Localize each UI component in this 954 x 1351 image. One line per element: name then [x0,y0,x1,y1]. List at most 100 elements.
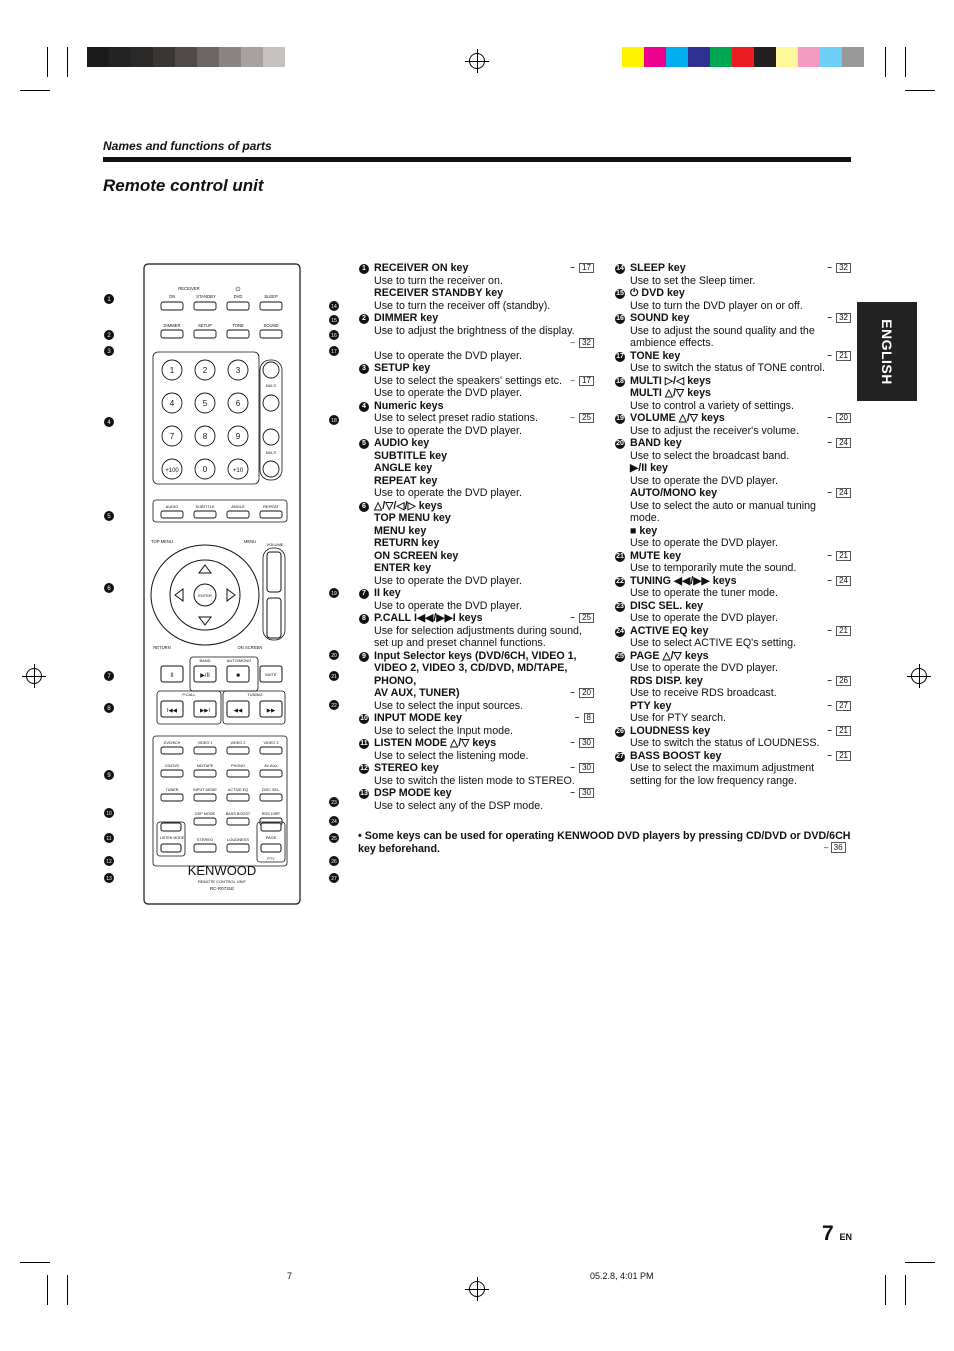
callout-marker [329,315,339,325]
tuning-label: TUNING [247,692,262,697]
callout-number: 15 [615,289,625,299]
color-swatch [175,47,197,67]
multi-label: MULTI [266,451,277,455]
footer-right: 05.2.8, 4:01 PM [590,1271,654,1281]
video1-button [193,746,217,755]
pause-button [160,665,184,683]
key-name: TONE key– 21 [630,350,851,363]
color-swatch [754,47,776,67]
registration-mark [465,1277,489,1301]
callout-number: 17 [331,349,337,355]
color-swatch [87,47,109,67]
key-name: ■ key [630,524,658,537]
numeric-key [161,359,183,381]
color-swatch [820,47,842,67]
mute-button [259,665,283,683]
numeric-key-label: 9 [236,432,241,441]
key-name: STEREO key– 30 [374,762,594,775]
callout-number: 2 [107,333,111,339]
video3-button [259,746,283,755]
page-ref: – 20 [827,412,851,425]
page-ref: – 8 [575,712,594,725]
stop-button-icon: ■ [236,673,240,679]
callout-number: 5 [359,439,369,449]
audio-label: AUDIO [166,504,179,509]
callout-number: 23 [331,800,337,806]
numeric-key [227,359,249,381]
callout-marker [104,833,114,843]
callout-number: 7 [107,674,111,680]
angle-button [226,510,250,519]
callout-number: 2 [359,314,369,324]
key-description: Use to select ACTIVE EQ's setting. [630,637,796,649]
multi-up-icon [262,428,280,446]
pcall-next-button [193,700,217,718]
key-description: Use to receive RDS broadcast. [630,687,777,699]
key-description: Use to set the Sleep timer. [630,274,756,287]
key-description: mode. [630,512,660,524]
on-screen-label: ON SCREEN [238,645,263,650]
page-ref: – 17 [570,262,594,275]
callout-number: 3 [359,364,369,374]
callout-number: 1 [107,297,111,303]
callout-marker [329,415,339,425]
key-name: PTY key– 27 [630,700,851,713]
tuner-frame [189,656,259,692]
multi-down-icon [262,460,280,478]
page-ref: – 21 [827,350,851,363]
crop-mark [47,47,48,77]
standby-label: STANDBY [196,294,216,299]
color-swatch [710,47,732,67]
note-page-ref: – 36 [824,842,846,853]
callout-number: 14 [331,304,337,310]
key-description: Use to select the maximum adjustment [630,762,815,774]
phono-label: PHONO [231,764,245,768]
callout-marker [329,816,339,826]
tuning-down-button [226,700,250,718]
page-ref: – 25 [570,612,594,625]
key-name: Input Selector keys (DVD/6CH, VIDEO 1, [374,649,577,662]
dvd-note: • Some keys can be used for operating KE… [358,830,851,855]
volume-down-button [266,597,282,639]
key-description: Use for PTY search. [630,712,727,724]
video2-button [226,746,250,755]
menu-label: MENU [244,539,256,544]
page-ref: – 21 [827,625,851,638]
color-swatch [219,47,241,67]
rds_disp-label: RDS DISP. [262,812,281,816]
section-heading: Names and functions of parts [103,139,272,153]
disc_sel-label: DISC SEL. [262,788,280,792]
callout-marker [329,797,339,807]
page-ref: – 26 [827,675,851,688]
numeric-key [227,425,249,447]
repeat-button [259,510,283,519]
key-name: SOUND key– 32 [630,312,851,325]
numeric-key-label: +100 [165,468,179,474]
color-swatch [197,47,219,67]
cddvd-button [160,769,184,778]
callout-number: 5 [107,514,111,520]
input_mode-button [193,793,217,802]
key-description: Use to switch the listen mode to STEREO. [374,774,575,787]
key-name: INPUT MODE key– 8 [374,712,594,725]
callout-number: 6 [107,586,111,592]
key-description: Use to turn the receiver on. [374,274,503,287]
repeat-label: REPEAT [263,504,279,509]
avaux-button [259,769,283,778]
numeric-key [161,458,183,480]
page-ref: – 27 [827,700,851,713]
